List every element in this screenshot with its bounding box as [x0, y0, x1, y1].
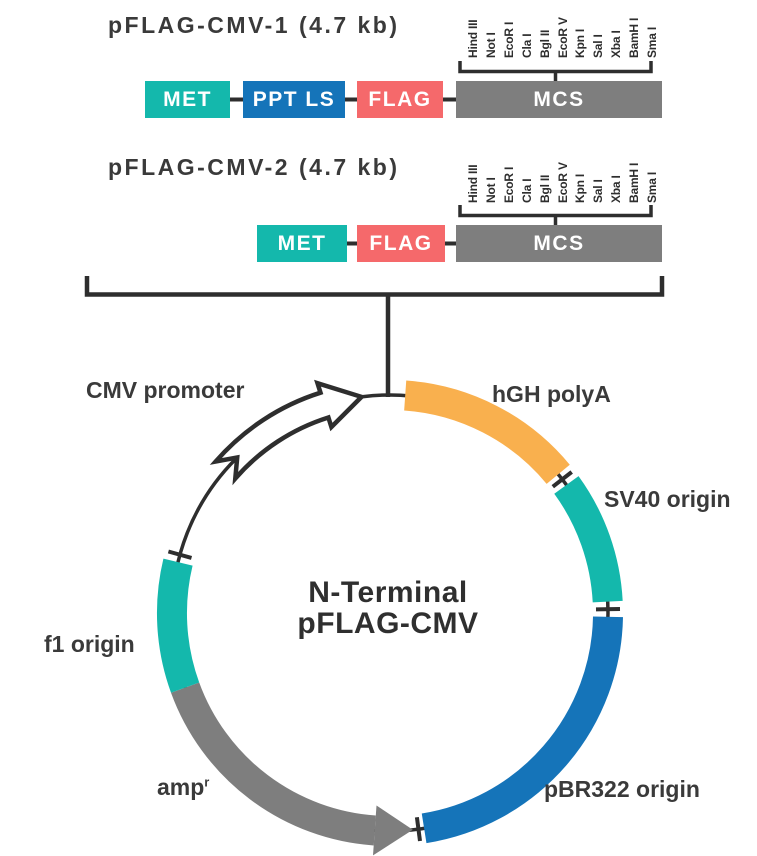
- pptls-box-construct1: PPT LS: [243, 81, 345, 118]
- restriction-site-label: EcoR I: [501, 166, 516, 203]
- sv40-origin-label: SV40 origin: [604, 486, 731, 512]
- construct1-title: pFLAG-CMV-1 (4.7 kb): [108, 12, 400, 38]
- restriction-site-label: Sal I: [591, 179, 606, 203]
- sv40-origin-arc: [554, 476, 623, 603]
- restriction-site-label: Sma I: [645, 26, 659, 58]
- restriction-site-label: Sal I: [591, 34, 606, 58]
- plasmid-name-line1: N-Terminal: [308, 576, 468, 609]
- flag-box-construct1: FLAG: [357, 81, 443, 118]
- amp-arrowhead: [373, 805, 413, 856]
- restriction-site-label: Xba I: [609, 30, 624, 58]
- hgh-polya-label: hGH polyA: [492, 381, 611, 407]
- plasmid-name-line2: pFLAG-CMV: [297, 607, 479, 640]
- amp-resistance-label: ampr: [157, 774, 209, 801]
- f1-origin-arc: [157, 558, 200, 693]
- mcs-box-construct2: MCS: [456, 225, 662, 262]
- restriction-site-label: Hind III: [466, 19, 480, 58]
- f1-origin-label: f1 origin: [44, 631, 135, 657]
- restriction-site-label: Bgl II: [537, 29, 552, 58]
- restriction-site-label: Cla I: [519, 33, 534, 58]
- met-label: MET: [163, 87, 212, 111]
- junction-tick: [414, 816, 422, 842]
- restriction-site-label: EcoR V: [555, 17, 570, 58]
- restriction-site-label: Sma I: [645, 171, 659, 203]
- mcs-bracket-construct1: [458, 61, 653, 74]
- restriction-site-label: Kpn I: [573, 29, 588, 58]
- pbr322-origin-label: pBR322 origin: [544, 776, 700, 802]
- amp-label-sup: r: [204, 774, 210, 790]
- restriction-site-label: BamH I: [627, 162, 642, 203]
- constructs-bracket: [84, 276, 665, 297]
- hgh-polya-arc: [403, 380, 570, 485]
- construct2-title: pFLAG-CMV-2 (4.7 kb): [108, 154, 400, 180]
- cmv-promoter-label: CMV promoter: [86, 377, 245, 403]
- restriction-site-label: EcoR V: [555, 162, 570, 203]
- restriction-site-label: Not I: [483, 32, 498, 58]
- mcs-bracket-construct2: [458, 205, 653, 218]
- restriction-site-label: Not I: [483, 177, 498, 203]
- junction-tick: [551, 470, 573, 489]
- restriction-site-label: Cla I: [519, 178, 534, 203]
- flag-label: FLAG: [368, 87, 432, 111]
- restriction-site-label: EcoR I: [501, 21, 516, 58]
- cmv-promoter-arrow: [209, 379, 366, 486]
- plasmid-name: N-Terminal pFLAG-CMV: [297, 577, 478, 639]
- restriction-site-label: Hind III: [466, 164, 480, 203]
- restriction-site-label: Bgl II: [537, 174, 552, 203]
- flag-box-construct2: FLAG: [357, 225, 445, 262]
- restriction-site-label: Xba I: [609, 175, 624, 203]
- flag-label: FLAG: [369, 231, 433, 255]
- mcs-label: MCS: [533, 87, 585, 111]
- mcs-box-construct1: MCS: [456, 81, 662, 118]
- pbr322-origin-arc: [421, 616, 623, 844]
- mcs-label: MCS: [533, 231, 585, 255]
- met-label: MET: [277, 231, 327, 255]
- amp-resistance-arc: [171, 682, 377, 846]
- pptls-label: PPT LS: [252, 87, 336, 111]
- met-box-construct1: MET: [145, 81, 230, 118]
- met-box-construct2: MET: [257, 225, 347, 262]
- amp-label-text: amp: [157, 774, 205, 800]
- restriction-site-label: BamH I: [627, 17, 642, 58]
- junction-tick: [167, 549, 193, 560]
- restriction-site-label: Kpn I: [573, 174, 588, 203]
